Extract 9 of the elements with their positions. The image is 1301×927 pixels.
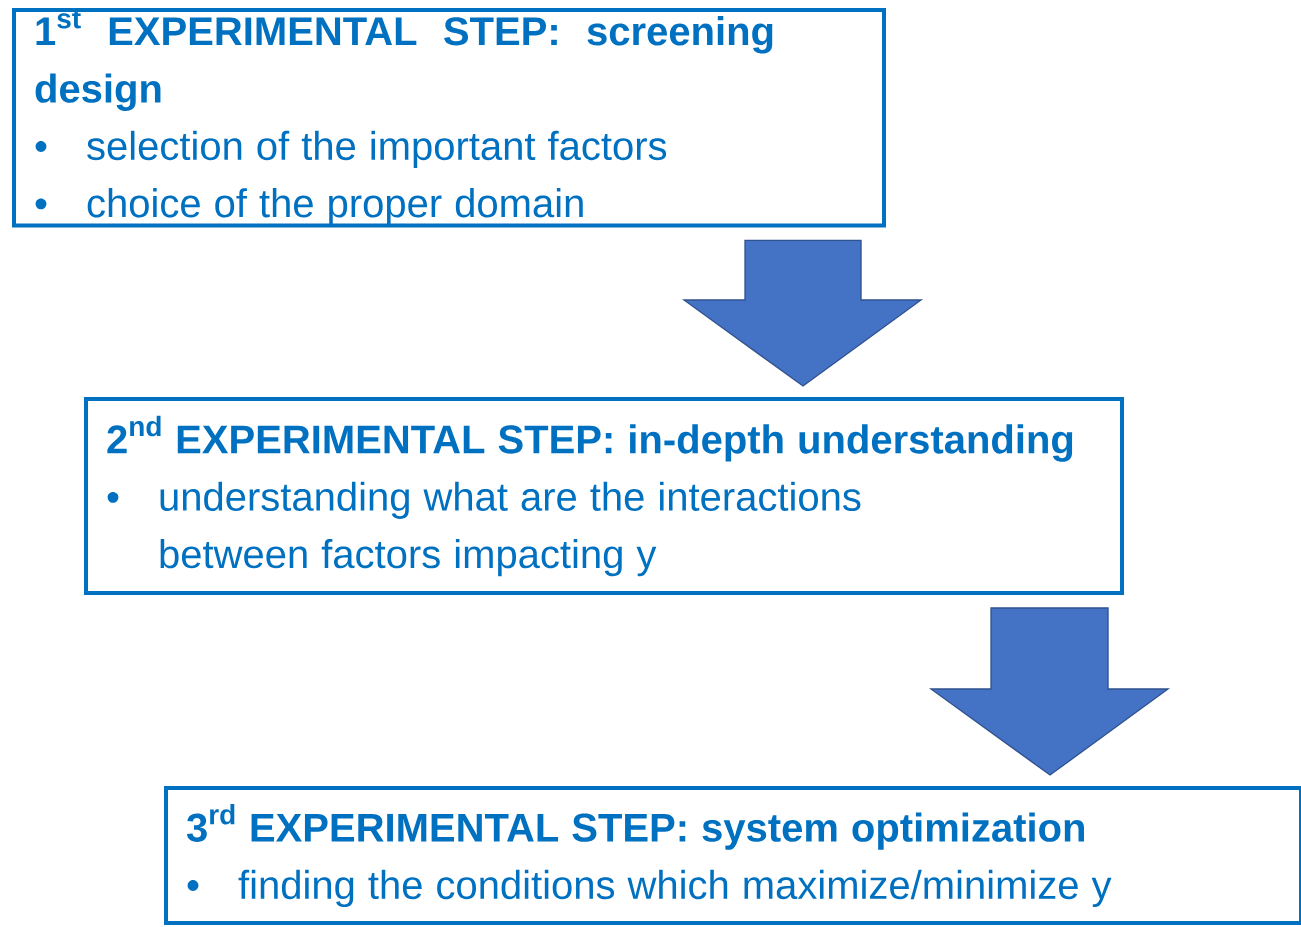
bullet: •: [35, 198, 47, 210]
bullet: •: [107, 491, 119, 503]
bullet: •: [187, 880, 199, 891]
process-box: $\textbf{2}^{\textbf{nd}}$ EXPERIMENTAL STEP: in-depth understanding • understanding what are the interactions between factors impacting y: [84, 397, 1124, 595]
block-arrow: [928, 607, 1171, 776]
process-box: $\textbf{3}^{\textbf{rd}}$ EXPERIMENTAL STEP: system optimization • finding the conditions which maximize/minimize y: [164, 786, 1301, 925]
process-box: $\textbf{1}^{\textbf{st}}$ EXPERIMENTAL STEP: screening design • selection of the important factors • choice of the proper domain: [12, 8, 886, 228]
block-arrow: [681, 239, 924, 387]
bullet: •: [35, 141, 47, 152]
